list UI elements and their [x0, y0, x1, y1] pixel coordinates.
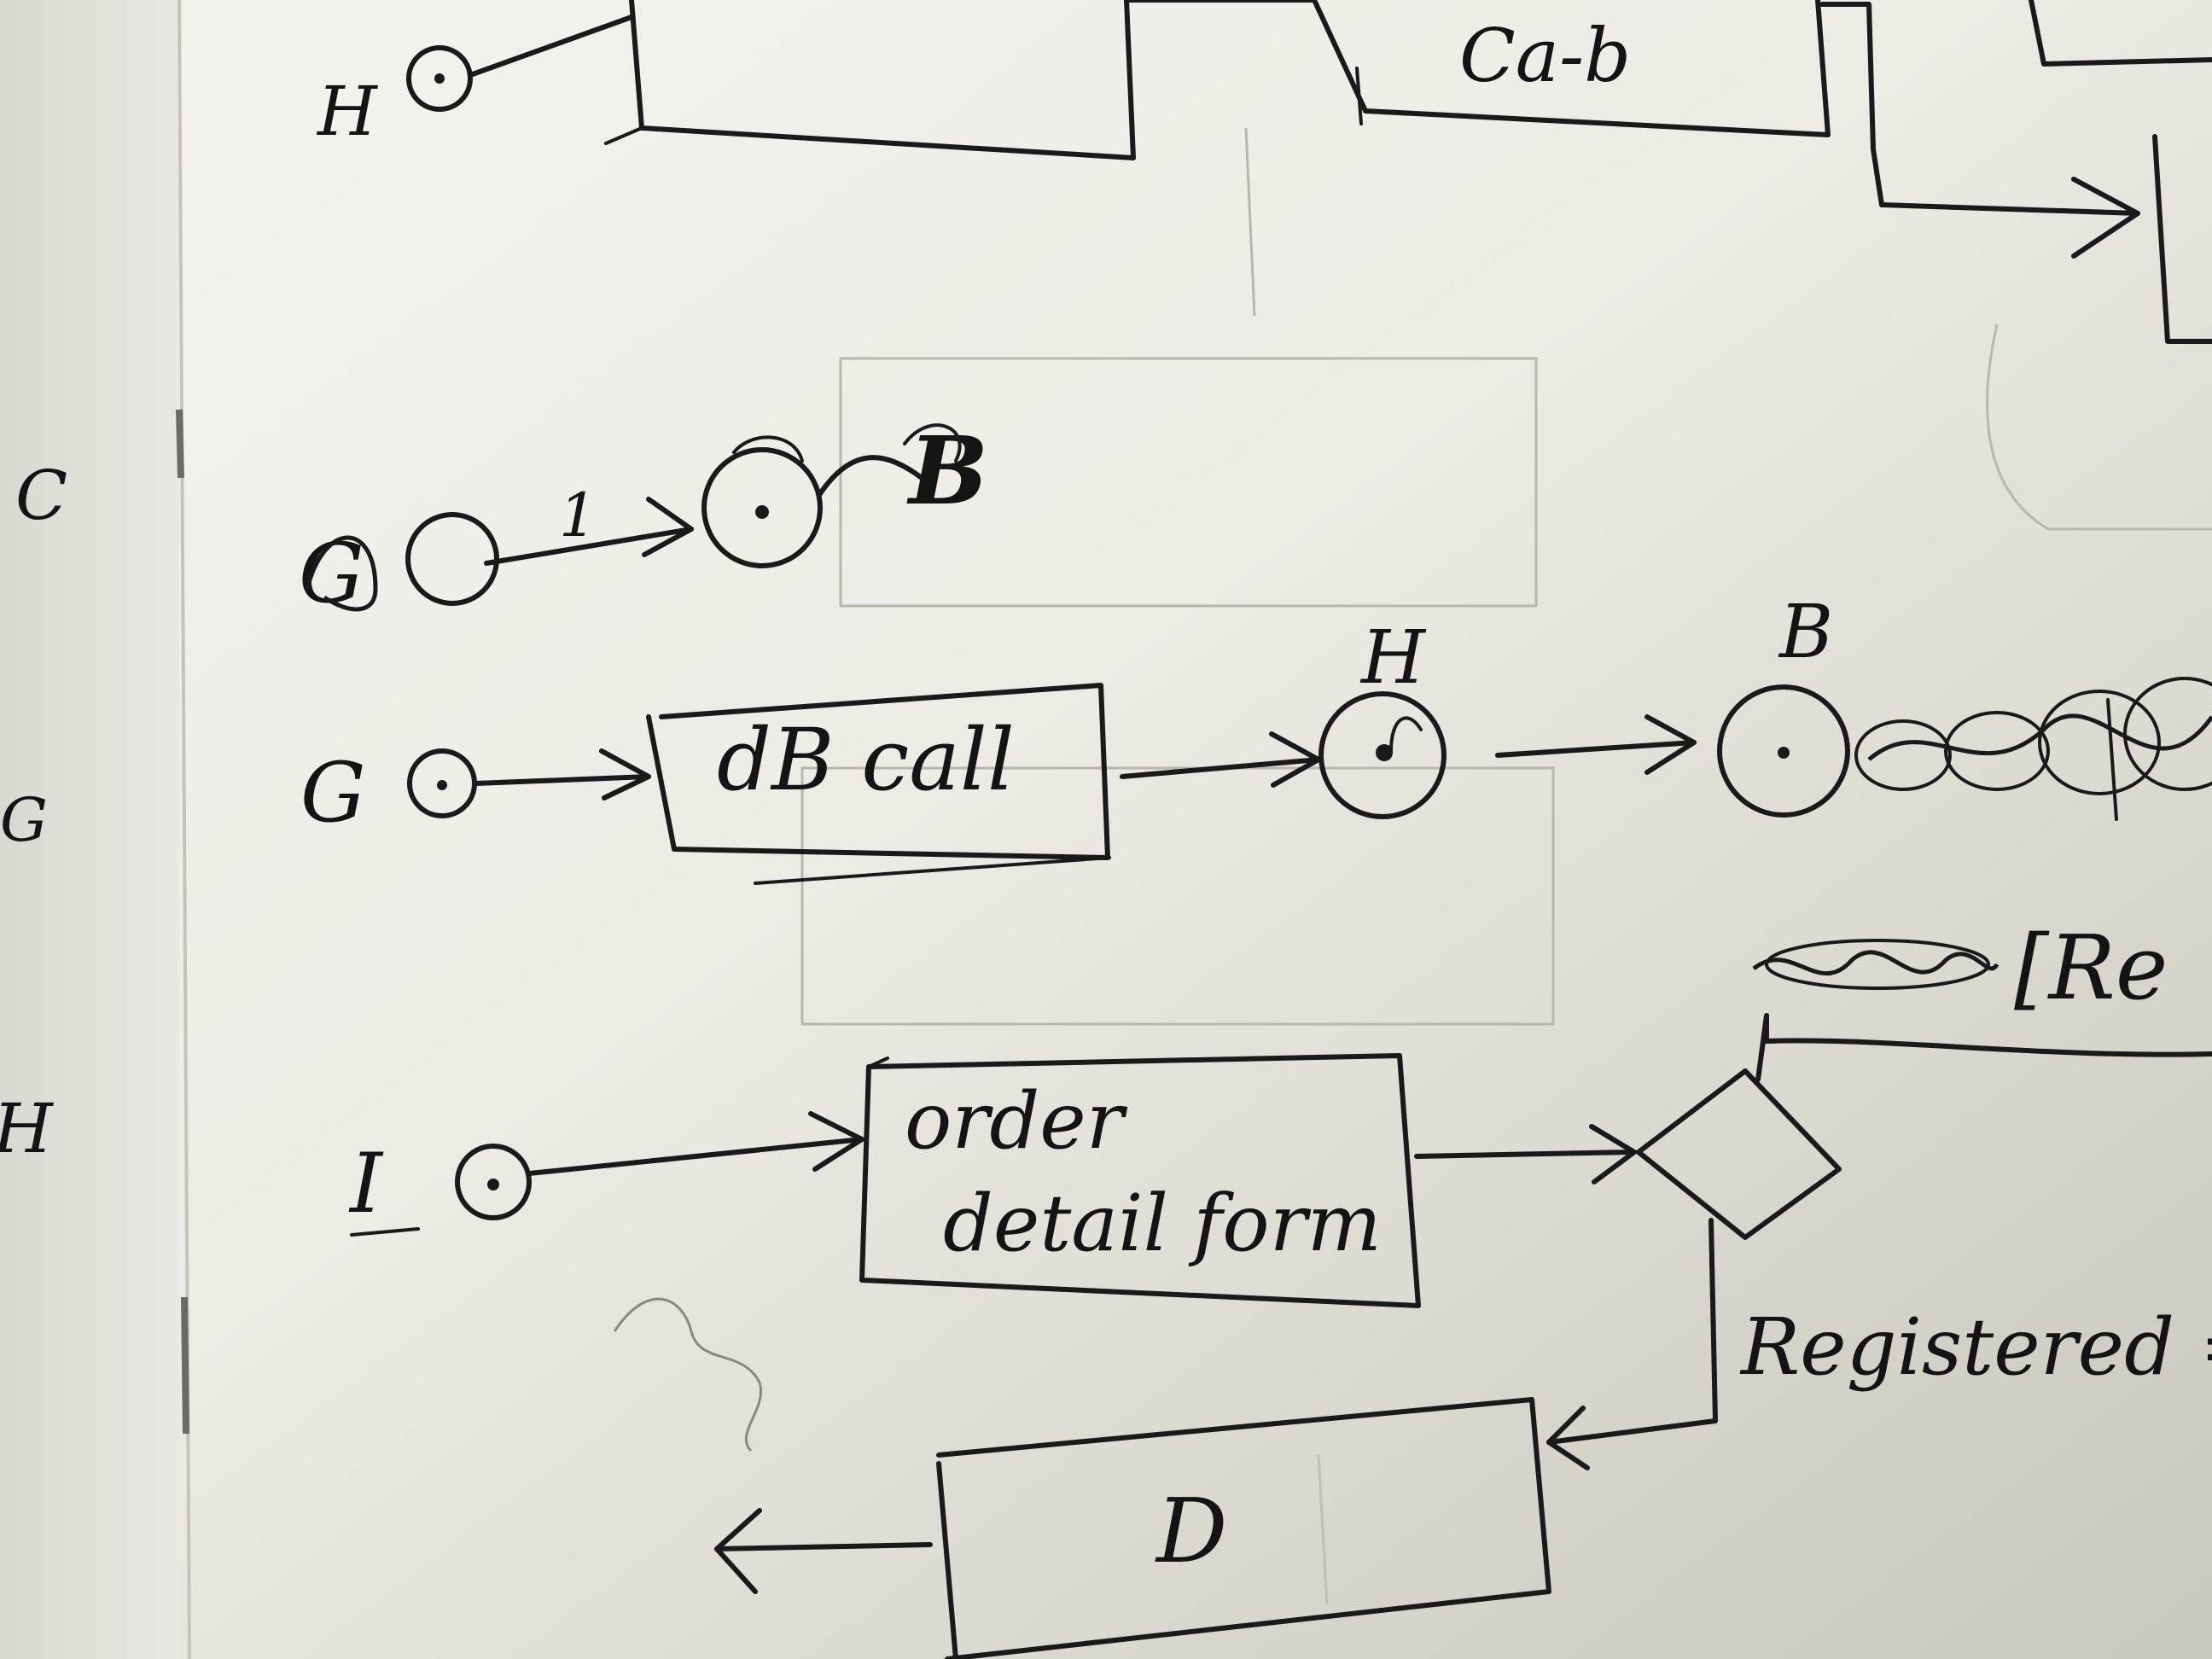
row-g-scratched-end-node	[701, 447, 823, 568]
row-h-branch	[1819, 2, 1884, 207]
row-h-box4	[2029, 0, 2212, 67]
row-h-label: H	[316, 72, 379, 151]
row-h-branch-arrowhead	[2071, 177, 2140, 259]
row-g-node2-label: B	[1778, 590, 1833, 675]
margin-letter-c: C	[15, 456, 67, 535]
row-i-arrowhead-1	[808, 1111, 864, 1172]
row-g-arrowhead-1	[599, 748, 651, 800]
row-d-box-label: D	[1155, 1479, 1227, 1583]
row-g-scratched-tail	[1854, 677, 2212, 821]
row-i-branch-up	[1755, 1013, 2212, 1082]
row-h-start-dot	[434, 73, 445, 84]
left-page	[0, 0, 179, 1659]
row-h: H Ca-b	[316, 0, 2212, 344]
staple-1	[176, 409, 184, 479]
row-g-scratched-overstrike	[305, 535, 378, 612]
row-h-box1-tick	[604, 126, 643, 145]
row-g-scratched-end-dot	[755, 505, 769, 519]
row-g-box-underline	[754, 856, 1111, 885]
row-g-node2-dot	[1778, 747, 1790, 759]
row-g-node1	[1318, 691, 1447, 819]
row-g-node1-dot	[1376, 744, 1393, 761]
row-d-box-left	[936, 1461, 958, 1659]
show-through-marks	[800, 127, 2212, 1026]
row-i-branch-down	[1546, 1218, 1718, 1445]
row-g-arrow-1	[474, 774, 651, 786]
row-i: I order detail form [Re Registered =	[348, 916, 2212, 1470]
row-i-arrow-2	[1414, 1150, 1637, 1159]
row-i-box-line2: detail form	[943, 1178, 1382, 1269]
row-h-branch-arrow-line	[1879, 202, 2140, 216]
row-h-box2-label: Ca-b	[1459, 14, 1631, 99]
row-d-box-crease	[1317, 1454, 1329, 1605]
row-g-arrow-3	[1495, 740, 1697, 758]
row-g-scratched-arrow-mark: 1	[559, 480, 597, 550]
row-g-start-dot	[437, 780, 447, 790]
row-g-box-label: dB call	[717, 710, 1015, 810]
row-g-scratched-arrowhead	[642, 497, 694, 557]
row-g-scratched-end-label: B	[906, 416, 988, 526]
row-h-start-node	[406, 45, 473, 112]
row-d: D	[714, 1397, 1551, 1659]
row-h-box2-tick	[1355, 67, 1363, 125]
doodle-squiggle	[613, 1297, 763, 1452]
row-i-decision	[1636, 1068, 1842, 1240]
staple-2	[181, 1296, 189, 1435]
margin-letter-g: G	[0, 785, 48, 855]
margin-letter-h: H	[0, 1089, 55, 1168]
row-g-arrowhead-3	[1644, 714, 1697, 775]
row-i-arrow-1	[527, 1137, 864, 1176]
row-g-node1-scribble	[1389, 716, 1423, 753]
row-g-scratched-end-node-scribble	[732, 435, 804, 463]
row-g-arrow-2	[1120, 757, 1321, 779]
row-i-arrowhead-2	[1589, 1124, 1637, 1185]
row-g-scratched: G 1 B	[299, 416, 988, 621]
row-i-box-line1: order	[905, 1075, 1128, 1167]
row-d-out-arrow	[714, 1542, 933, 1551]
row-i-box-tick	[867, 1057, 889, 1068]
row-h-box2	[1312, 0, 1831, 137]
row-i-box	[859, 1053, 1421, 1308]
row-h-box1	[629, 0, 1136, 160]
row-g-scratched-label-scribble	[903, 423, 962, 463]
row-i-branch-scribble	[1752, 939, 2000, 990]
row-i-start-dot	[487, 1179, 499, 1190]
row-d-box	[936, 1397, 1551, 1659]
row-i-guard-label: Registered =	[1739, 1301, 2212, 1393]
row-d-out-arrowhead	[714, 1508, 762, 1594]
row-i-start-node	[455, 1144, 532, 1220]
row-i-branch-down-arrowhead	[1546, 1406, 1590, 1470]
row-i-label-underline	[350, 1227, 420, 1237]
row-i-branch-label: [Re	[2014, 916, 2168, 1020]
row-h-connector	[468, 15, 634, 78]
row-h-box3	[2152, 134, 2212, 344]
row-g-node2	[1717, 684, 1850, 818]
row-g-node1-label: H	[1359, 615, 1427, 701]
row-i-label: I	[348, 1136, 384, 1231]
row-g-scratched-link	[817, 455, 924, 498]
row-g: G dB call H B	[300, 590, 2212, 885]
row-g-scratched-arrow	[484, 527, 694, 566]
row-g-label: G	[300, 745, 366, 841]
row-g-arrowhead-2	[1269, 731, 1321, 788]
